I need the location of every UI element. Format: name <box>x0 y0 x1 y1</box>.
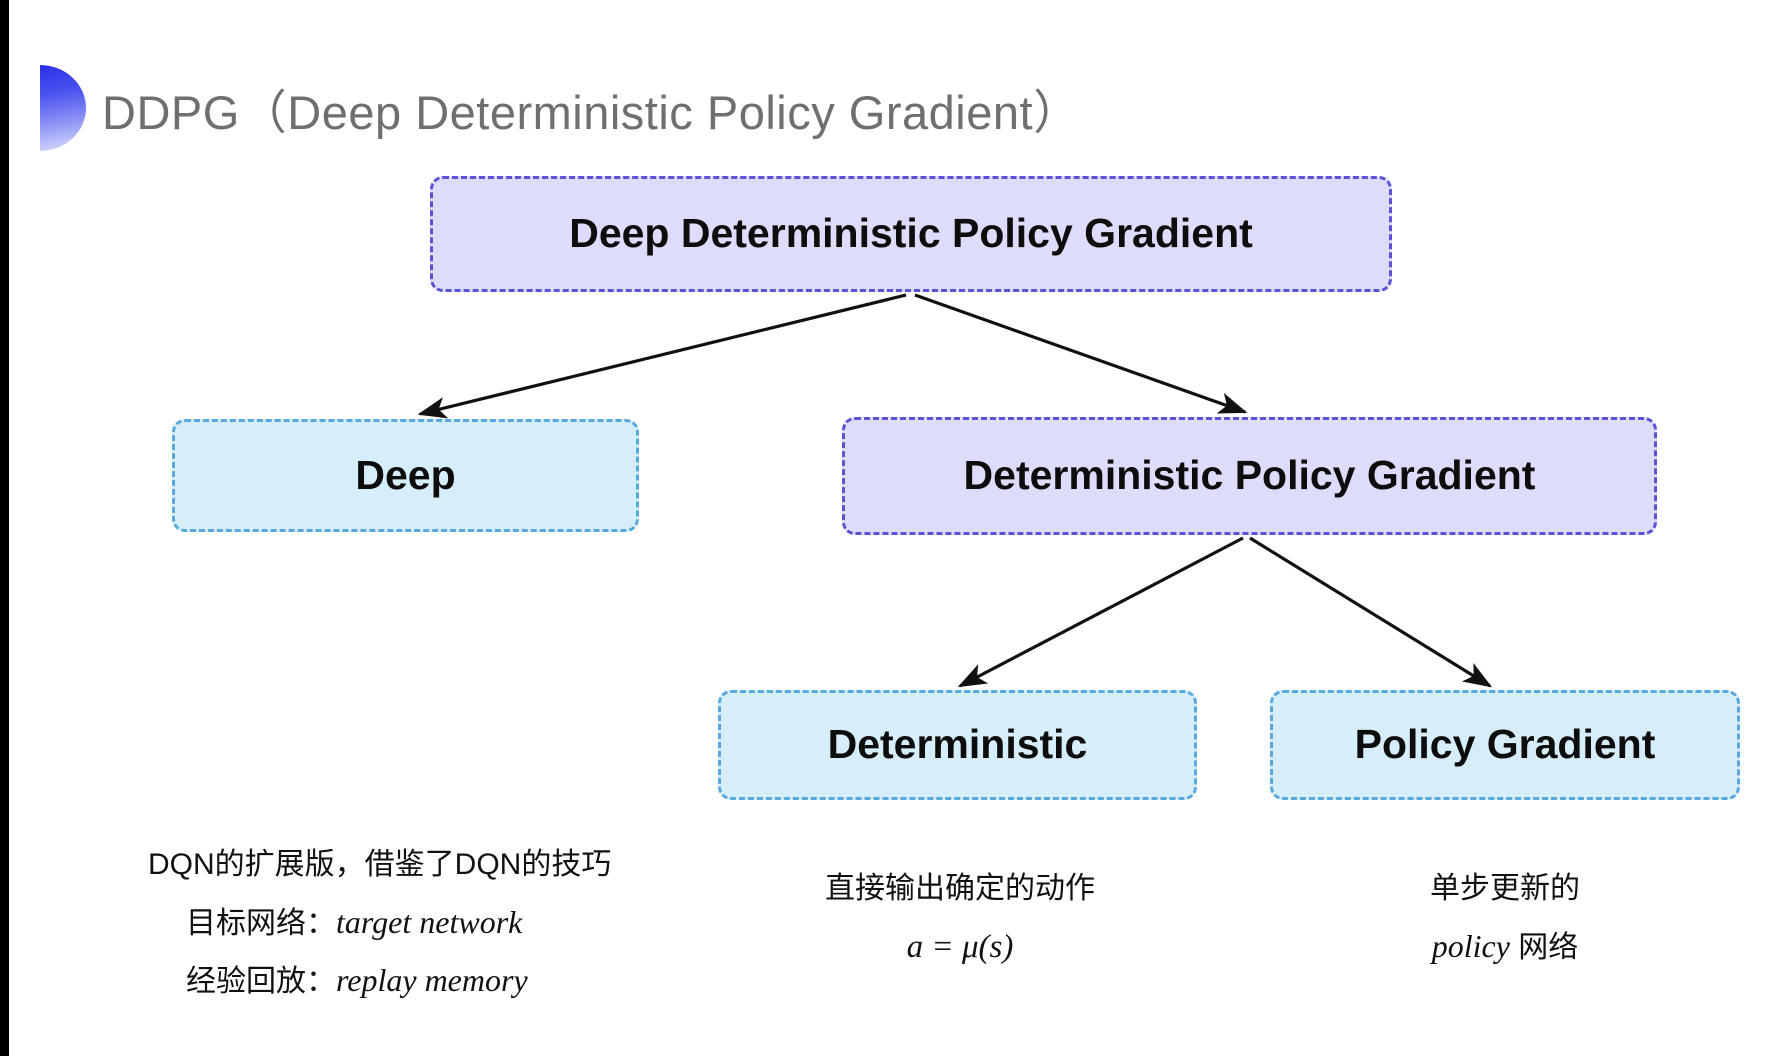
node-deep[interactable]: Deep <box>172 419 639 532</box>
caption-deep-line3-label: 经验回放： <box>186 965 336 999</box>
caption-policy-gradient: 单步更新的 policy 网络 <box>1275 862 1735 975</box>
node-root[interactable]: Deep Deterministic Policy Gradient <box>430 176 1392 292</box>
caption-deep: DQN的扩展版，借鉴了DQN的技巧 目标网络：target network 经验… <box>148 838 611 1010</box>
caption-deep-line2-label: 目标网络： <box>186 906 336 940</box>
gradient-halfcircle-icon <box>40 65 86 151</box>
node-deep-label: Deep <box>355 451 456 498</box>
node-policy-gradient[interactable]: Policy Gradient <box>1270 690 1740 800</box>
caption-deep-line2: 目标网络：target network <box>148 893 611 952</box>
node-deterministic[interactable]: Deterministic <box>718 690 1197 800</box>
caption-deterministic: 直接输出确定的动作 a = μ(s) <box>730 862 1190 977</box>
caption-deep-line2-term: target network <box>336 903 523 940</box>
page-title: DDPG（Deep Deterministic Policy Gradient） <box>102 85 1081 139</box>
edge-dpg-to-deterministic <box>957 536 1244 688</box>
caption-policy-gradient-line2: policy 网络 <box>1275 917 1735 976</box>
caption-deterministic-line1: 直接输出确定的动作 <box>825 872 1095 905</box>
caption-deterministic-formula: a = μ(s) <box>906 928 1014 965</box>
node-dpg-label: Deterministic Policy Gradient <box>963 452 1536 499</box>
slide-title-row: DDPG（Deep Deterministic Policy Gradient） <box>40 62 1081 154</box>
caption-deep-line3: 经验回放：replay memory <box>148 951 611 1010</box>
edge-root-to-dpg <box>914 293 1248 414</box>
caption-policy-gradient-term: policy <box>1431 927 1510 964</box>
node-policy-gradient-label: Policy Gradient <box>1354 721 1656 768</box>
node-deterministic-label: Deterministic <box>827 721 1088 768</box>
node-deterministic-policy-gradient[interactable]: Deterministic Policy Gradient <box>842 417 1657 535</box>
edge-dpg-to-policy-gradient <box>1249 536 1493 688</box>
caption-policy-gradient-line1: 单步更新的 <box>1430 872 1580 905</box>
caption-deep-line3-term: replay memory <box>336 962 528 999</box>
caption-policy-gradient-suffix: 网络 <box>1509 930 1579 964</box>
left-edge-band <box>0 0 9 1056</box>
caption-deep-line1: DQN的扩展版，借鉴了DQN的技巧 <box>148 848 612 881</box>
node-root-label: Deep Deterministic Policy Gradient <box>569 210 1253 257</box>
edge-root-to-deep <box>417 293 907 419</box>
